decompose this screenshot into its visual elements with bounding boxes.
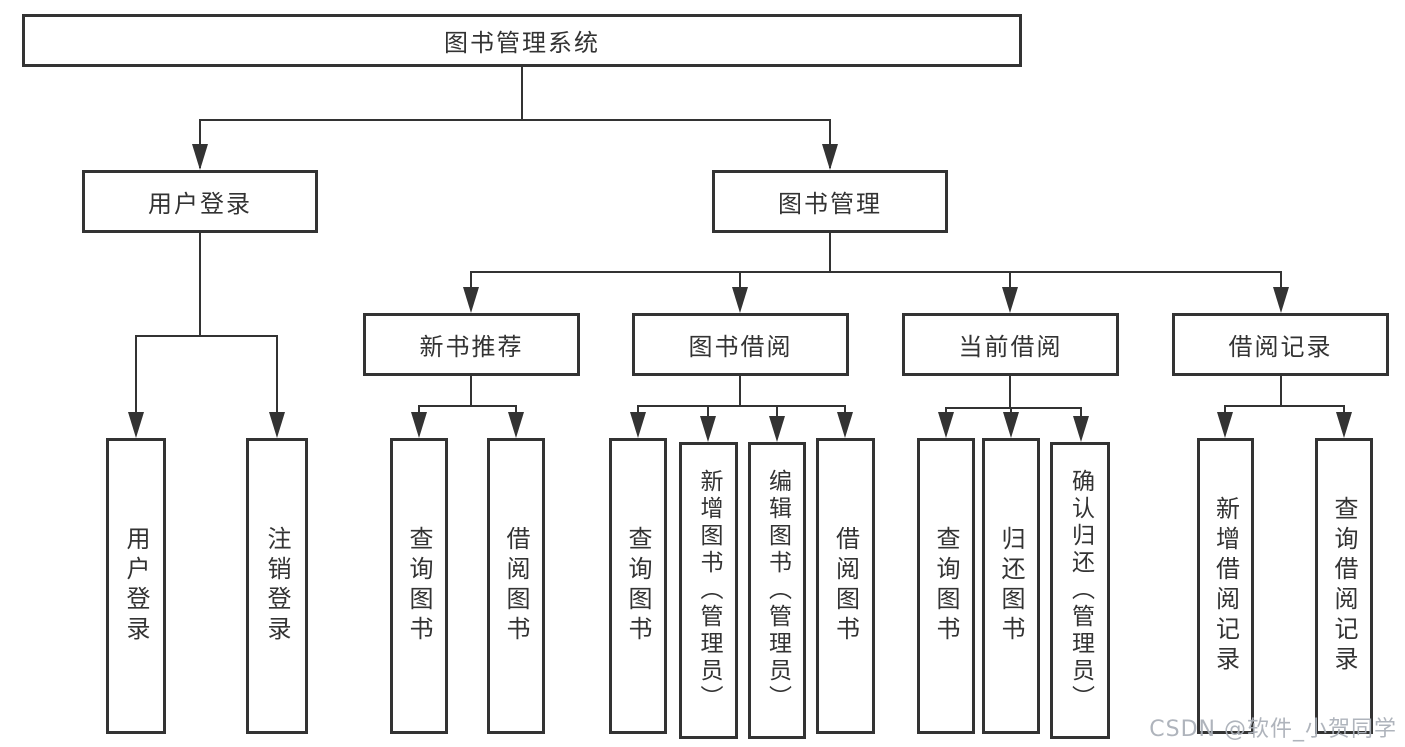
node-root-label: 图书管理系统 (444, 29, 600, 57)
node-user-login: 用户登录 (82, 170, 318, 233)
connector-userlogin-to-leaves (128, 233, 285, 438)
node-current-borrow-label: 当前借阅 (958, 333, 1063, 361)
arrowhead-icon (769, 416, 785, 442)
leaf-newbooks-borrow-books-label: 借阅图书 (502, 526, 530, 646)
node-book-borrow-label: 图书借阅 (688, 333, 793, 361)
connector-newbooks-to-leaves (411, 376, 524, 438)
node-root: 图书管理系统 (22, 14, 1022, 67)
arrowhead-icon (269, 412, 285, 438)
leaf-currentborrow-confirm-return-admin: 确认归还（管理员） (1050, 442, 1110, 739)
arrowhead-icon (700, 416, 716, 442)
arrowhead-icon (630, 412, 646, 438)
arrowhead-icon (822, 144, 838, 170)
leaf-bookborrow-borrow-books-label: 借阅图书 (831, 526, 860, 646)
arrowhead-icon (1003, 412, 1019, 438)
node-new-book-recommend-label: 新书推荐 (419, 333, 524, 361)
leaf-newbooks-query-books-label: 查询图书 (405, 526, 433, 646)
leaf-user-login: 用户登录 (106, 438, 166, 734)
arrowhead-icon (192, 144, 208, 170)
leaf-records-query-borrow-record-label: 查询借阅记录 (1330, 496, 1358, 676)
leaf-newbooks-query-books: 查询图书 (390, 438, 448, 734)
connector-bookborrow-to-leaves (630, 376, 853, 442)
leaf-records-add-borrow-record: 新增借阅记录 (1197, 438, 1254, 734)
leaf-bookborrow-edit-books-admin: 编辑图书（管理员） (748, 442, 806, 739)
connector-root-to-level2 (192, 67, 838, 170)
leaf-logout-label: 注销登录 (263, 526, 291, 646)
arrowhead-icon (1217, 412, 1233, 438)
leaf-records-add-borrow-record-label: 新增借阅记录 (1211, 496, 1240, 676)
connector-bookmgmt-to-level3 (463, 233, 1289, 313)
arrowhead-icon (938, 412, 954, 438)
arrowhead-icon (1273, 287, 1289, 313)
leaf-bookborrow-query-books: 查询图书 (609, 438, 667, 734)
leaf-bookborrow-edit-books-admin-label: 编辑图书（管理员） (764, 469, 791, 712)
node-book-management: 图书管理 (712, 170, 948, 233)
node-borrow-records: 借阅记录 (1172, 313, 1389, 376)
node-borrow-records-label: 借阅记录 (1228, 333, 1333, 361)
arrowhead-icon (1073, 416, 1089, 442)
connector-currentborrow-to-leaves (938, 376, 1089, 442)
leaf-currentborrow-query-books-label: 查询图书 (932, 526, 960, 646)
watermark: CSDN @软件_小贺同学 (1149, 717, 1397, 742)
node-new-book-recommend: 新书推荐 (363, 313, 580, 376)
leaf-user-login-label: 用户登录 (122, 526, 150, 646)
connector-borrowrecords-to-leaves (1217, 376, 1352, 438)
node-current-borrow: 当前借阅 (902, 313, 1119, 376)
arrowhead-icon (1002, 287, 1018, 313)
leaf-newbooks-borrow-books: 借阅图书 (487, 438, 545, 734)
leaf-currentborrow-query-books: 查询图书 (917, 438, 975, 734)
leaf-currentborrow-return-books-label: 归还图书 (997, 526, 1025, 646)
node-user-login-label: 用户登录 (148, 190, 252, 218)
leaf-logout: 注销登录 (246, 438, 308, 734)
leaf-currentborrow-return-books: 归还图书 (982, 438, 1040, 734)
node-book-management-label: 图书管理 (778, 190, 882, 218)
arrowhead-icon (411, 412, 427, 438)
leaf-bookborrow-query-books-label: 查询图书 (624, 526, 652, 646)
node-book-borrow: 图书借阅 (632, 313, 849, 376)
arrowhead-icon (508, 412, 524, 438)
leaf-bookborrow-borrow-books: 借阅图书 (816, 438, 875, 734)
leaf-bookborrow-add-books-admin-label: 新增图书（管理员） (696, 469, 722, 712)
arrowhead-icon (837, 412, 853, 438)
arrowhead-icon (128, 412, 144, 438)
arrowhead-icon (1336, 412, 1352, 438)
leaf-currentborrow-confirm-return-admin-label: 确认归还（管理员） (1067, 469, 1094, 712)
arrowhead-icon (463, 287, 479, 313)
leaf-bookborrow-add-books-admin: 新增图书（管理员） (679, 442, 738, 739)
arrowhead-icon (732, 287, 748, 313)
leaf-records-query-borrow-record: 查询借阅记录 (1315, 438, 1373, 734)
